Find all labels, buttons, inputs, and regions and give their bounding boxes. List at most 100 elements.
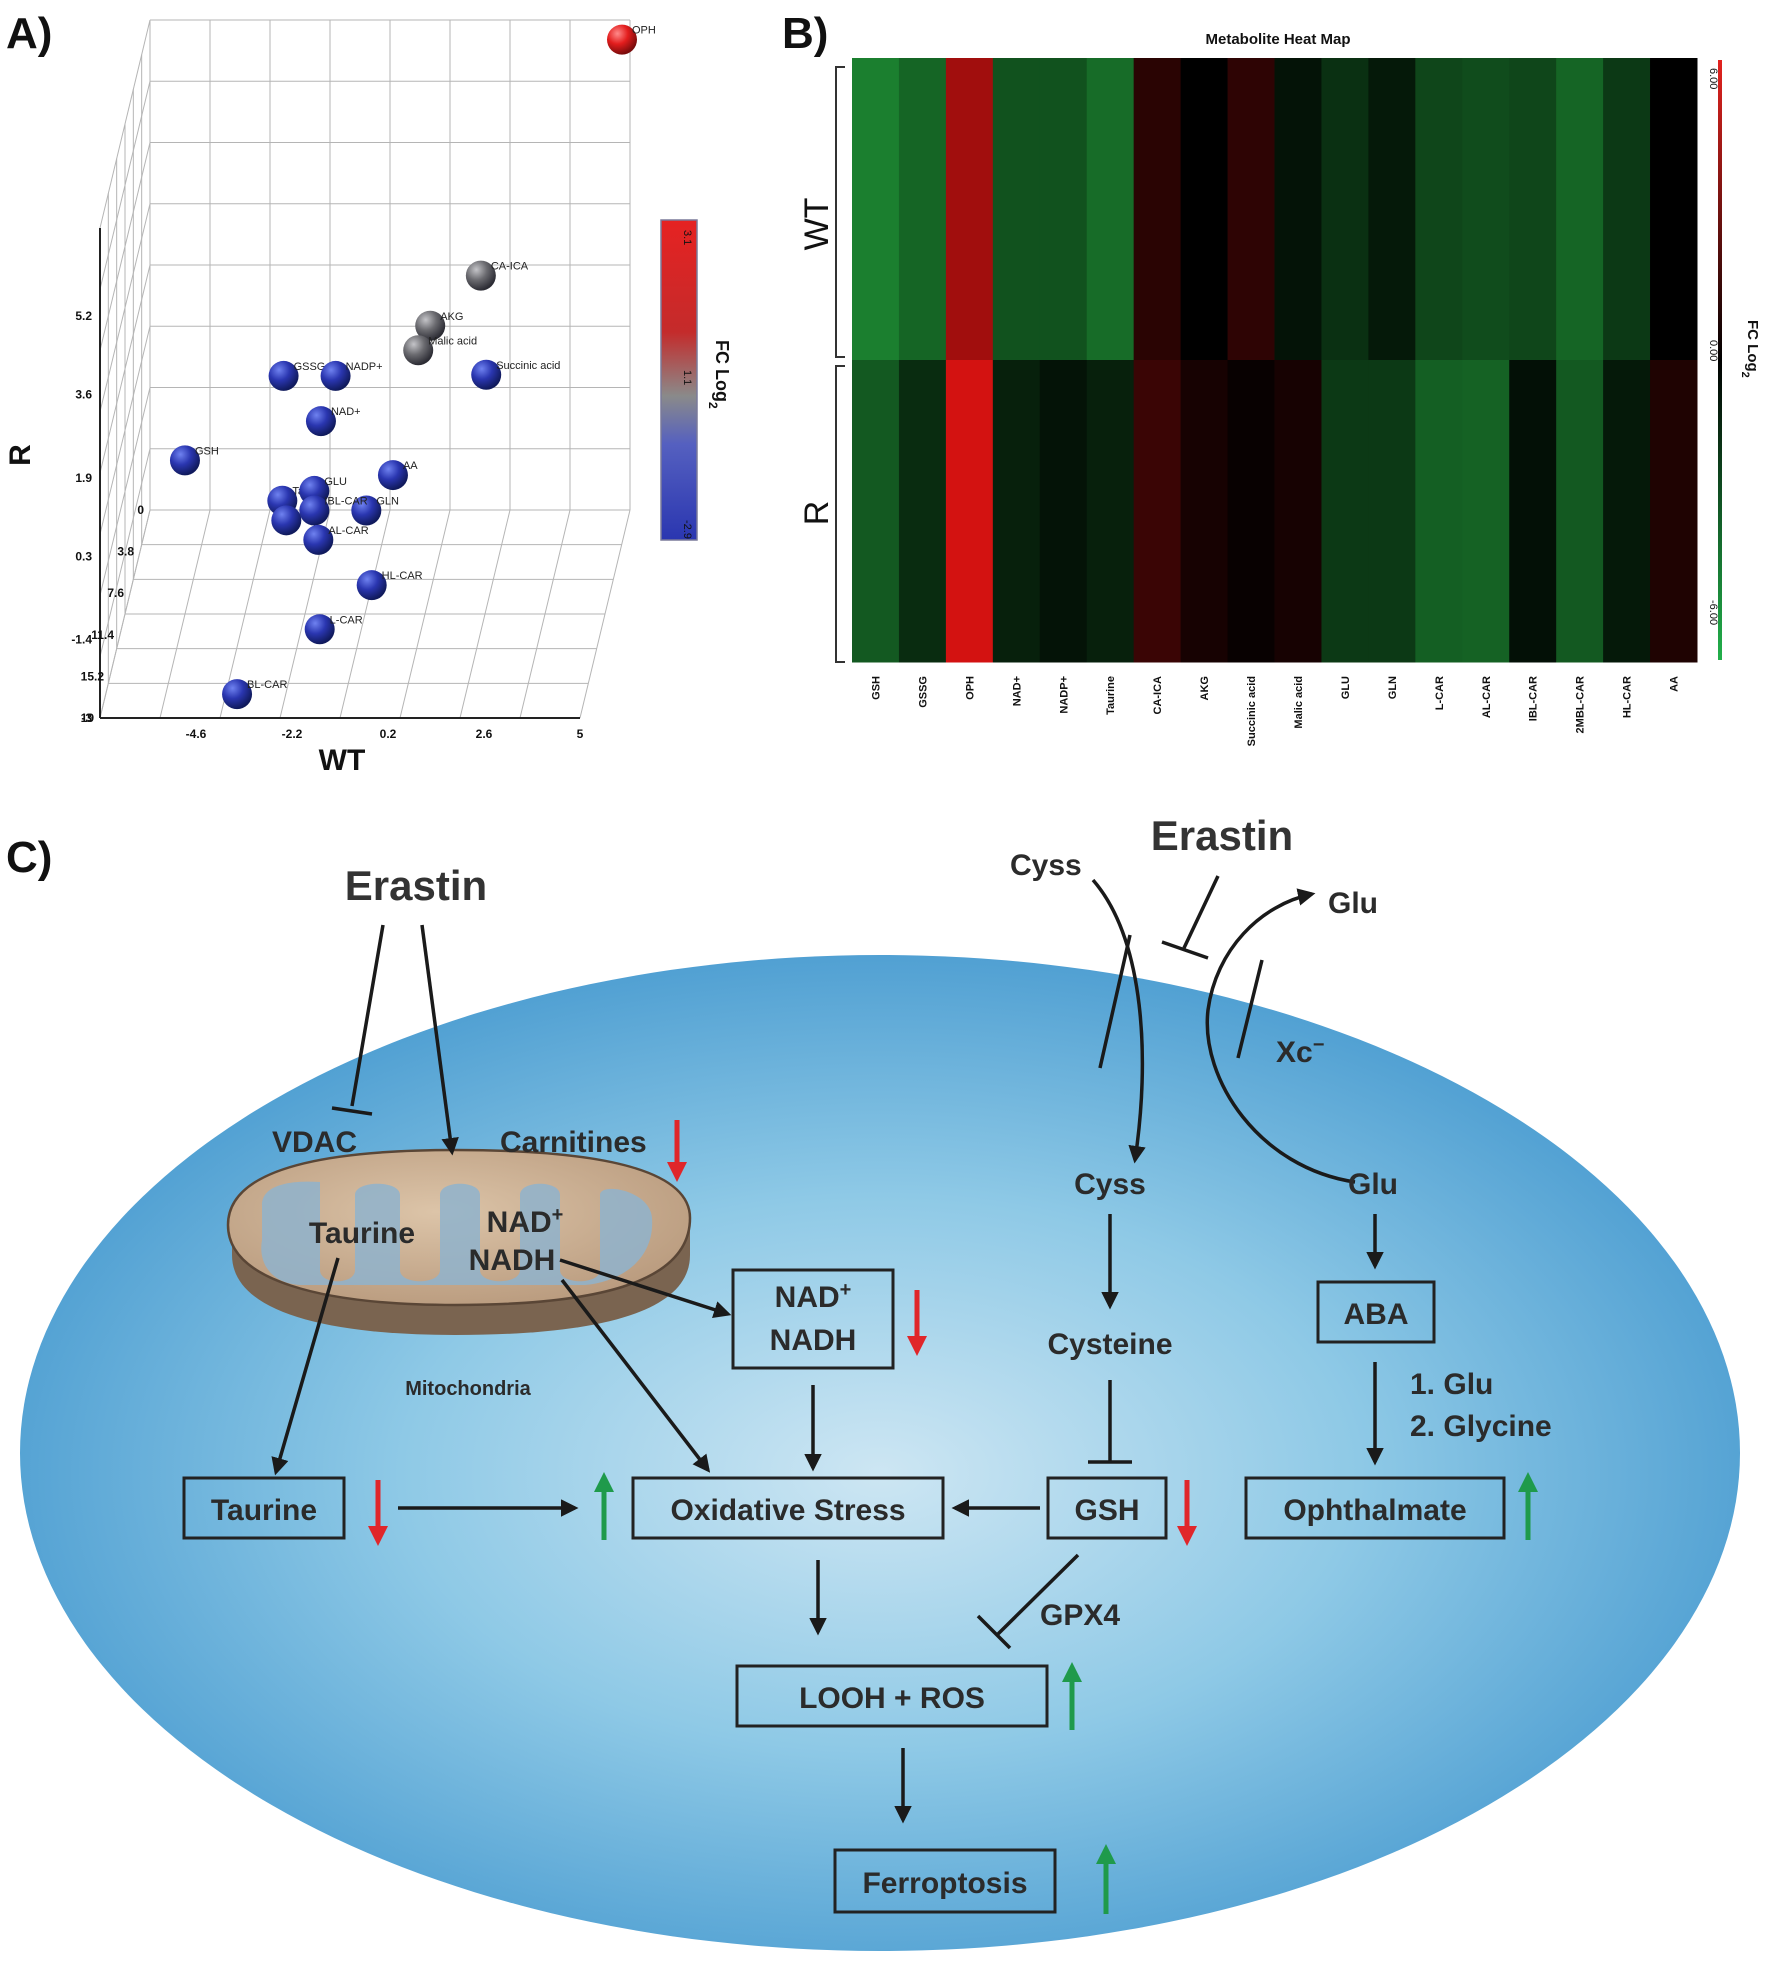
x-tick-label: 0.2: [380, 727, 397, 741]
heatmap-column-label: HL-CAR: [1622, 676, 1634, 718]
colorbar-a-tick-min: -2.9: [681, 520, 693, 539]
row-bracket-wt: [835, 66, 845, 358]
heatmap-column-label: GLU: [1340, 676, 1352, 699]
data-point: [320, 360, 351, 391]
data-point: [169, 445, 200, 476]
colorbar-b-tick-mid: 0.00: [1707, 340, 1719, 361]
heatmap-column-label: GLN: [1387, 676, 1399, 699]
panel-c-label: C): [6, 833, 52, 882]
point-label: NAD+: [331, 406, 361, 418]
heatmap-cell: [992, 360, 1041, 663]
y-tick-label: -1.4: [71, 633, 92, 647]
grid-line: [99, 203, 151, 412]
cell-body: [20, 955, 1740, 1951]
heatmap-cell: [1321, 58, 1369, 361]
heatmap-cell: [1227, 360, 1275, 663]
mito-nadh-label: NADH: [469, 1244, 556, 1277]
glu-outside-label: Glu: [1328, 887, 1378, 920]
heatmap-cell: [1368, 58, 1416, 361]
heatmap-cell: [898, 58, 947, 361]
looh-ros-box: [735, 1664, 1049, 1728]
oxidative-stress-box: [631, 1476, 945, 1540]
colorbar-a-title: FC Log2: [706, 340, 732, 409]
ferroptosis-label: Ferroptosis: [862, 1867, 1027, 1900]
heatmap-column-label: Malic acid: [1293, 676, 1305, 729]
heatmap-cell: [1650, 360, 1698, 663]
depth-tick-label: 7.6: [107, 586, 124, 600]
heatmap-cell: [1274, 360, 1322, 663]
cyss-inside-label: Cyss: [1074, 1168, 1146, 1201]
point-label: GLN: [376, 496, 399, 508]
depth-tick-label: 19: [81, 711, 95, 725]
heatmap-cell: [945, 58, 994, 361]
data-point: [471, 359, 502, 390]
mito-nad-label: NAD+: [487, 1204, 564, 1239]
heatmap-cell: [1227, 58, 1275, 361]
point-label: IBL-CAR: [324, 496, 367, 508]
colorbar-a-tick-mid: 1.1: [681, 370, 693, 385]
erastin-left-label: Erastin: [345, 862, 487, 909]
carnitines-label: Carnitines: [500, 1126, 647, 1159]
point-label: CA-ICA: [491, 261, 529, 273]
point-label: AKG: [440, 311, 463, 323]
heatmap-cell: [1603, 360, 1651, 663]
data-point: [299, 495, 330, 526]
colorbar-b-tick-max: 6.00: [1707, 68, 1719, 89]
point-label: GSSG: [294, 361, 326, 373]
depth-tick-label: 3.8: [117, 545, 134, 559]
xc-inhibit-line: [1182, 875, 1220, 949]
heatmap-cell: [1039, 58, 1088, 361]
gpx4-label: GPX4: [1040, 1599, 1120, 1632]
heatmap-column-label: AA: [1669, 676, 1681, 692]
grid-line: [99, 326, 151, 535]
vdac-label: VDAC: [272, 1126, 357, 1159]
heatmap-column-label: AL-CAR: [1481, 676, 1493, 718]
heatmap-cell: [1321, 360, 1369, 663]
heatmap-cell: [1650, 58, 1698, 361]
point-label: HL-CAR: [382, 570, 423, 582]
nad-box: [731, 1268, 895, 1370]
step-1-label: 1. Glu: [1410, 1368, 1493, 1401]
aba-box: [1316, 1280, 1436, 1344]
y-tick-label: 5.2: [75, 309, 92, 323]
data-point: [415, 310, 446, 341]
data-point: [305, 406, 336, 437]
cyss-import-arrow: [1091, 878, 1146, 1164]
panel-b-label: B): [782, 9, 828, 58]
vdac-inhibit-bar: [331, 1106, 373, 1116]
heatmap-cell: [1415, 58, 1463, 361]
heatmap-cell: [1086, 58, 1135, 361]
y-tick-label: 0.3: [75, 549, 92, 563]
colorbar-b-title: FC Log2: [1739, 320, 1761, 378]
heatmap-title: Metabolite Heat Map: [1205, 31, 1350, 48]
data-point: [222, 679, 253, 710]
data-point: [607, 24, 637, 55]
heatmap-cell: [1180, 58, 1229, 361]
glu-inside-label: Glu: [1348, 1168, 1398, 1201]
x-tick-label: -4.6: [186, 727, 207, 741]
heatmap-column-label: Taurine: [1105, 676, 1117, 715]
point-label: BL-CAR: [247, 679, 287, 691]
vdac-inhibit-line: [350, 924, 385, 1107]
gpx4-inhibit-bar: [976, 1614, 1012, 1650]
heatmap-cell: [1133, 360, 1182, 663]
row-label-r: R: [798, 501, 836, 526]
mitochondria-label: Mitochondria: [405, 1378, 531, 1400]
point-label: L-CAR: [330, 614, 363, 626]
mito-to-taurine-arrow: [271, 1257, 340, 1476]
depth-tick-label: 0: [137, 503, 144, 517]
heatmap-cell: [1180, 360, 1229, 663]
heatmap-cell: [852, 360, 900, 663]
heatmap-column-label: IBL-CAR: [1528, 676, 1540, 721]
ophthalmate-label: Ophthalmate: [1283, 1494, 1466, 1527]
ophthalmate-box: [1244, 1476, 1506, 1540]
grid-line: [99, 387, 151, 596]
xc-label: Xc−: [1276, 1034, 1324, 1069]
point-label: AL-CAR: [328, 525, 368, 537]
heatmap-cell: [898, 360, 947, 663]
gsh-box: [1046, 1476, 1168, 1540]
data-point: [403, 335, 434, 366]
heatmap-cell: [1556, 58, 1604, 361]
